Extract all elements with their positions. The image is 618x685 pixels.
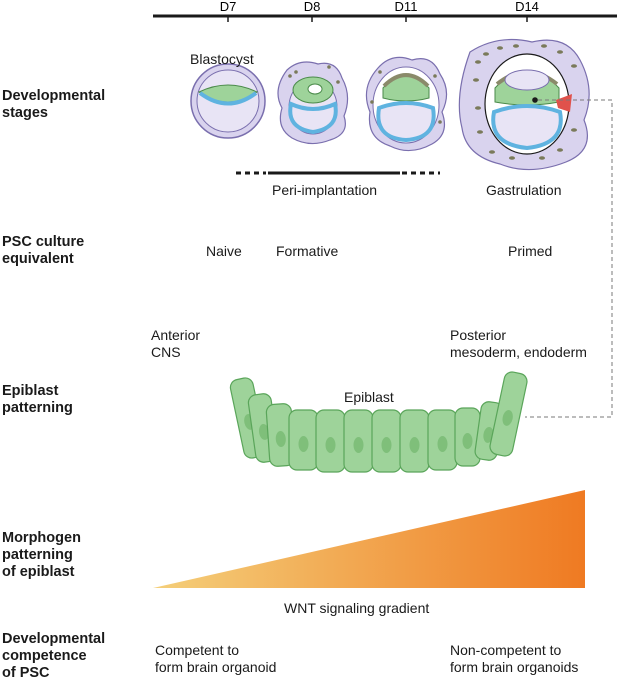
timeline-tick-d11: D11 <box>395 0 418 14</box>
gastrulation-label: Gastrulation <box>486 182 562 198</box>
epiblast-cell-nucleus <box>258 424 270 440</box>
epiblast-cell-nucleus <box>381 437 392 453</box>
timeline-tick-d8: D8 <box>304 0 321 14</box>
epiblast-cell-nucleus <box>298 436 309 452</box>
culture-naive: Naive <box>206 243 242 259</box>
peri-implantation-label: Peri-implantation <box>272 182 378 198</box>
wnt-gradient-wedge <box>153 490 585 588</box>
row-label-developmental-competence: Developmental competence of PSC <box>2 631 106 681</box>
blastocyst-embryo <box>190 63 266 139</box>
epiblast-label: Epiblast <box>344 389 394 405</box>
row-label-developmental-stages: Developmental stages <box>2 88 106 121</box>
timeline-axis: D7 D8 D11 D14 <box>153 0 617 22</box>
epiblast-cell-nucleus <box>437 436 448 452</box>
row-label-psc-culture: PSC culture equivalent <box>2 234 85 267</box>
epiblast-cell-nucleus <box>502 410 513 426</box>
noncompetent-label: Non-competent to form brain organoids <box>450 642 579 675</box>
d11-embryo <box>365 56 448 152</box>
epiblast-cell-nucleus <box>409 437 420 453</box>
competent-label: Competent to form brain organoid <box>155 642 277 675</box>
blastocyst-label: Blastocyst <box>190 51 254 67</box>
culture-primed: Primed <box>508 243 553 259</box>
epiblast-sheet <box>229 371 528 473</box>
culture-formative: Formative <box>276 243 339 259</box>
row-label-morphogen-patterning: Morphogen patterning of epiblast <box>2 530 81 580</box>
epiblast-cell-nucleus <box>325 437 336 453</box>
d14-to-epiblast-connector <box>525 99 613 418</box>
timeline-tick-d14: D14 <box>515 0 539 14</box>
wnt-gradient-label: WNT signaling gradient <box>284 600 430 616</box>
epiblast-cell-nucleus <box>275 431 286 447</box>
d14-embryo <box>458 38 590 171</box>
row-label-epiblast-patterning: Epiblast patterning <box>2 383 73 416</box>
epiblast-cell-nucleus <box>462 433 473 449</box>
timeline-tick-d7: D7 <box>220 0 237 14</box>
anterior-cns-label: Anterior CNS <box>151 327 201 360</box>
epiblast-cell-nucleus <box>353 437 364 453</box>
posterior-label: Posterior mesoderm, endoderm <box>450 327 587 360</box>
d8-embryo <box>277 61 349 145</box>
